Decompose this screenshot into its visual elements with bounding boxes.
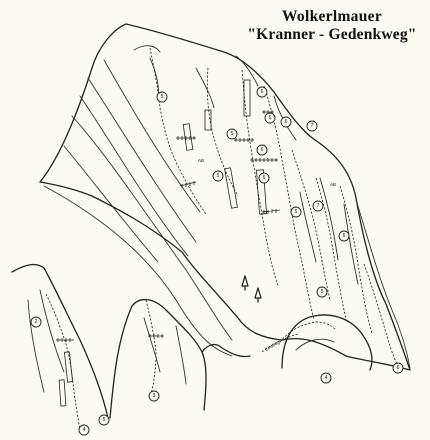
grade-label: 6	[261, 147, 264, 153]
ab-label-1: AB	[198, 158, 204, 163]
grade-label: 5	[217, 173, 220, 179]
route-line-left	[45, 293, 81, 431]
overhang-hatch-6	[250, 158, 278, 162]
base-label: 2	[35, 319, 38, 325]
base-label: 6	[397, 365, 400, 371]
slab-line-4	[87, 77, 197, 243]
grade-label: 6	[263, 175, 266, 181]
overhang-hatch-1	[176, 136, 196, 140]
crack-4	[256, 169, 267, 215]
route-line-base	[279, 321, 337, 343]
boulder-outline	[281, 314, 373, 371]
ab-label-2: AB	[330, 182, 336, 187]
grade-marker: 6	[256, 86, 268, 98]
base-label: 5	[103, 417, 106, 423]
overhang-hatch-2	[179, 181, 197, 188]
grade-label: 6	[343, 233, 346, 239]
grade-label: 6	[285, 119, 288, 125]
slab-line-2	[71, 115, 233, 341]
overhang-hatch-8	[148, 334, 164, 338]
crack-1	[182, 123, 194, 151]
grade-marker: 5	[290, 206, 302, 218]
base-marker: 5	[98, 414, 110, 426]
route-line-1	[149, 47, 207, 215]
grade-marker: 6	[338, 230, 350, 242]
grade-marker: 5	[156, 91, 168, 103]
rock-texture-top	[133, 45, 161, 53]
base-marker: 4	[320, 372, 332, 384]
title-line-2: "Kranner - Gedenkweg"	[247, 26, 417, 43]
overhang-hatch-5	[261, 209, 281, 214]
grade-marker: 5	[226, 128, 238, 140]
rock-texture-top-2	[149, 57, 159, 99]
base-marker: 2	[30, 316, 42, 328]
grade-marker: 6	[264, 112, 276, 124]
boulder-texture	[295, 338, 335, 351]
grade-marker: 6	[256, 144, 268, 156]
overhang-hatch-4	[262, 110, 274, 114]
grade-label: 5	[321, 289, 324, 295]
rock-left-texture-2	[27, 299, 45, 393]
grade-label: 7	[317, 203, 320, 209]
grade-marker: 5	[212, 170, 224, 182]
title-line-1: Wolkerlmauer	[281, 8, 383, 25]
crack-2	[204, 109, 212, 131]
tree-icon	[254, 287, 262, 303]
grade-marker: 6	[280, 116, 292, 128]
approach-path	[261, 333, 299, 353]
route-line-5	[291, 149, 331, 301]
route-line-mid	[145, 299, 157, 399]
rock-left-texture-1	[39, 289, 65, 373]
base-marker: 6	[392, 362, 404, 374]
slab-line-1	[43, 185, 233, 357]
crack-3	[224, 167, 238, 209]
base-label: 3	[153, 393, 156, 399]
rock-outline-main	[39, 23, 411, 371]
grade-label: 5	[161, 94, 164, 100]
rock-texture-right-2	[319, 177, 339, 261]
grade-marker: 7	[312, 200, 324, 212]
base-marker: 4	[78, 424, 90, 436]
crack-6	[64, 351, 73, 383]
grade-label: 6	[269, 115, 272, 121]
overhang-hatch-3	[234, 138, 254, 142]
grade-label: 5	[295, 209, 298, 215]
grade-label: 6	[261, 89, 264, 95]
slab-line-3	[79, 95, 189, 257]
rock-outline-left	[11, 263, 109, 419]
overhang-hatch-7	[56, 338, 74, 342]
grade-marker: 6	[258, 172, 270, 184]
grade-marker: 7	[306, 120, 318, 132]
base-marker: 3	[148, 390, 160, 402]
rock-outline-mid	[109, 299, 207, 419]
route-line-3	[241, 69, 279, 287]
crack-5	[243, 79, 251, 117]
route-line-2	[206, 67, 239, 197]
rock-right-edge	[355, 199, 411, 369]
rock-texture-top-4	[235, 55, 259, 87]
rock-texture-right-1	[299, 191, 317, 263]
grade-marker: 5	[316, 286, 328, 298]
route-line-8	[363, 263, 399, 367]
base-label: 4	[325, 375, 328, 381]
rock-mid-texture-2	[175, 325, 187, 385]
slab-line-6	[63, 145, 159, 263]
route-line-7	[339, 185, 373, 335]
rock-texture-right-3	[343, 203, 359, 285]
route-line-4	[263, 85, 315, 321]
route-line-6	[315, 177, 347, 321]
grade-label: 7	[311, 123, 314, 129]
tree-icon	[241, 275, 249, 291]
rock-texture-top-3	[195, 67, 215, 109]
rock-outline-lower-arch	[201, 343, 251, 358]
slab-line-5	[103, 59, 201, 213]
approach-label: Einstieg	[264, 339, 281, 352]
crack-7	[58, 379, 67, 407]
rock-mid-texture-1	[143, 317, 161, 373]
grade-label: 5	[231, 131, 234, 137]
base-label: 4	[83, 427, 86, 433]
